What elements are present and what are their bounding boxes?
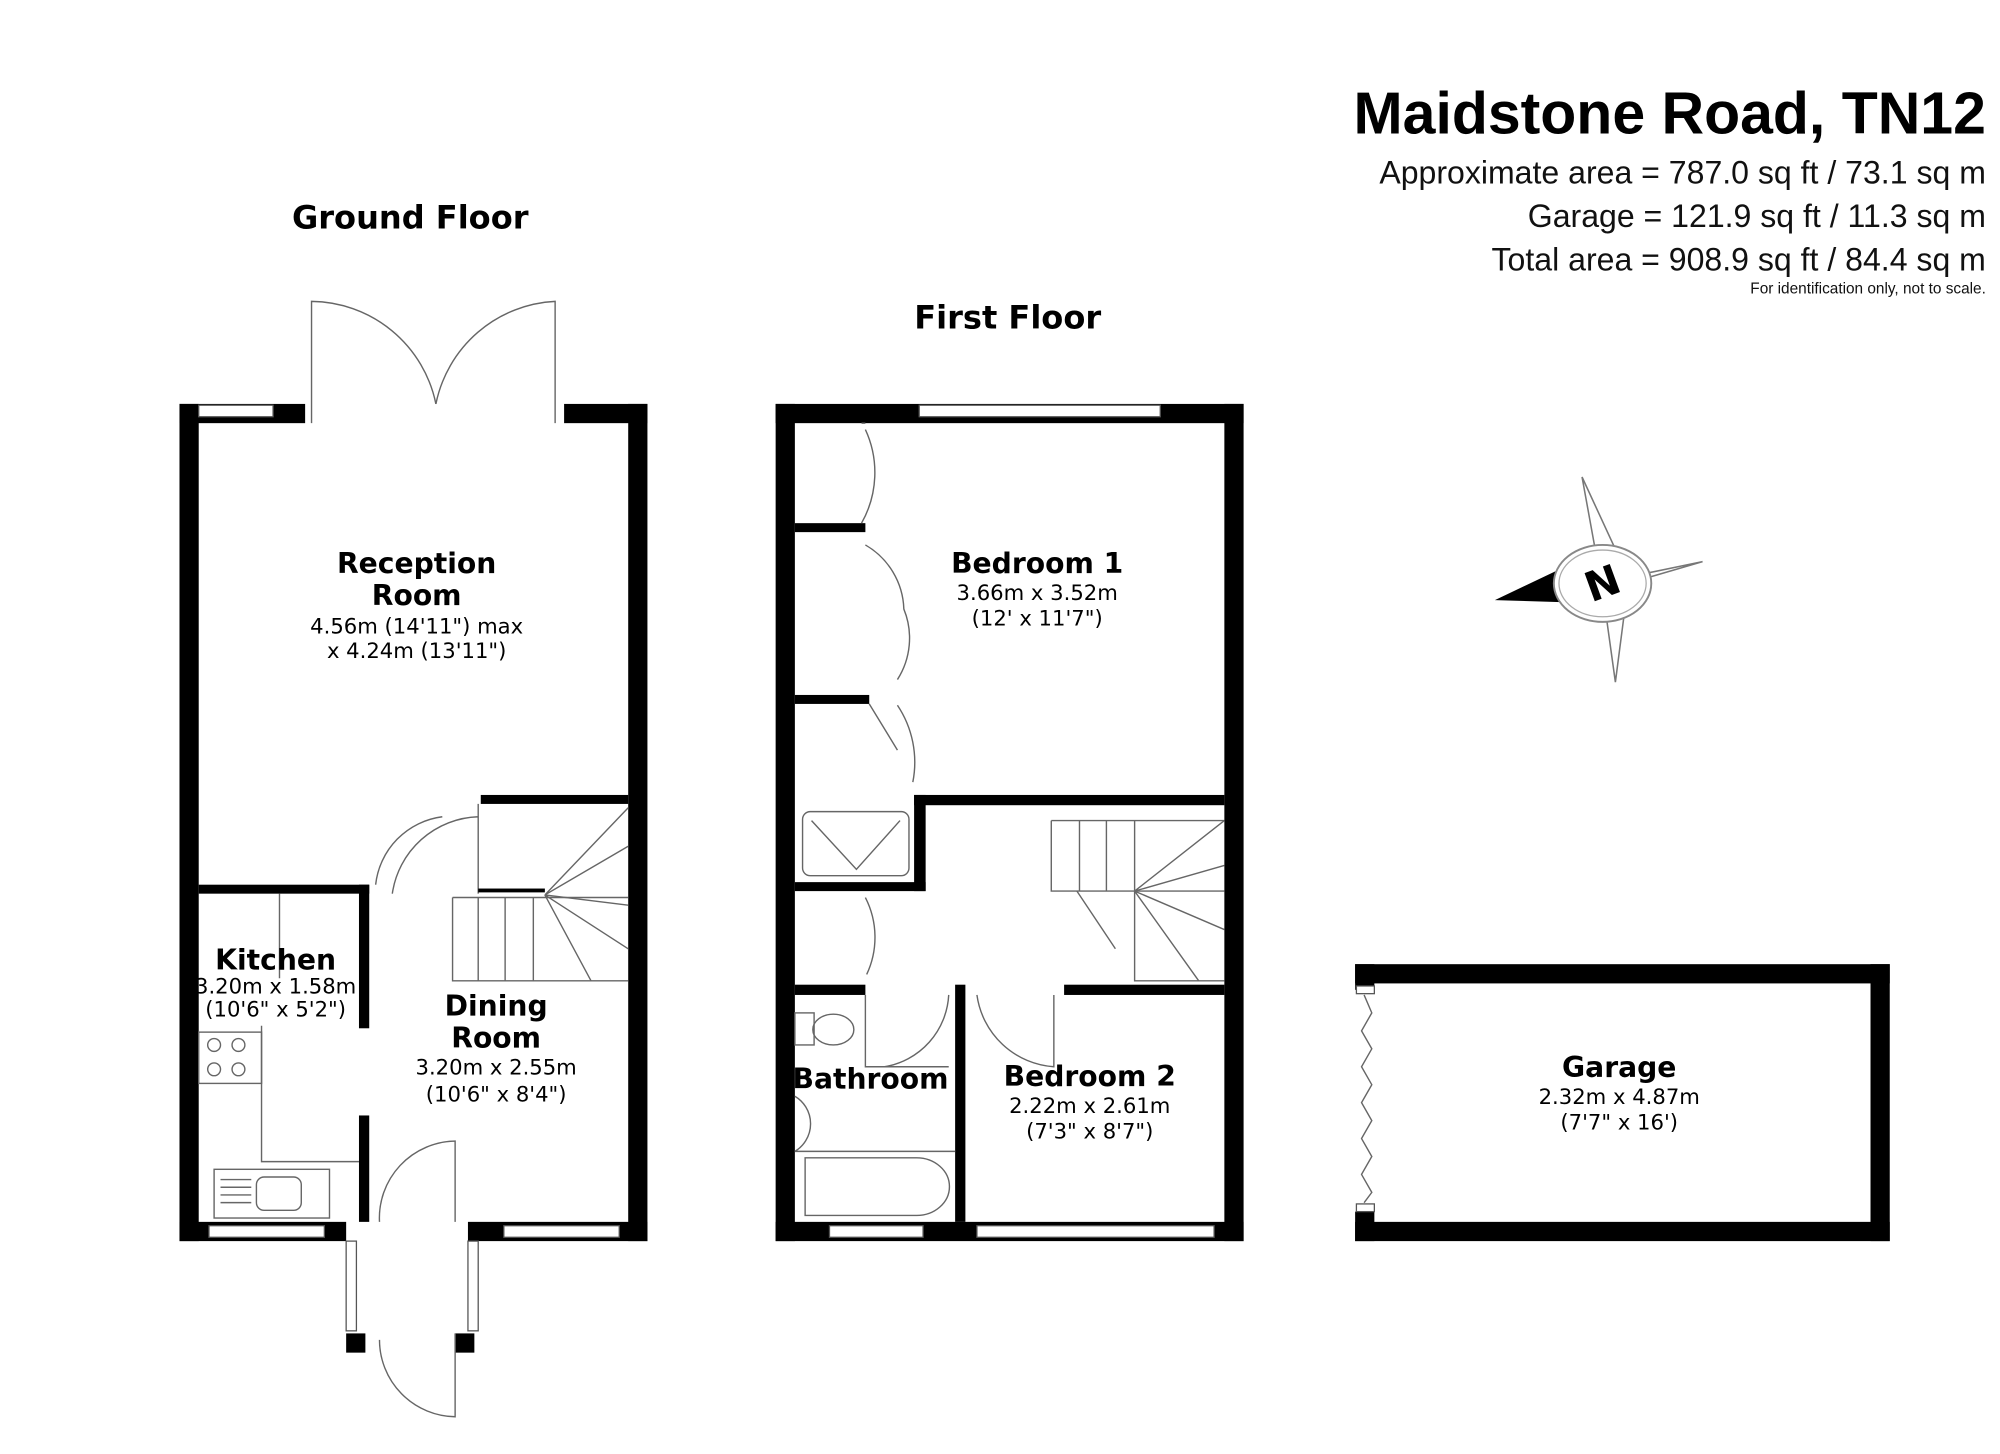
ground-floor-label: Ground Floor (292, 198, 529, 236)
window (828, 1225, 924, 1238)
bedroom-2-label: Bedroom 2 (1004, 1060, 1176, 1093)
hob-icon (198, 1031, 263, 1085)
dining-room-dims-2: (10'6" x 8'4") (426, 1081, 567, 1106)
bedroom-1-dims: 3.66m x 3.52m (957, 580, 1118, 605)
window (918, 404, 1161, 418)
disclaimer: For identification only, not to scale. (1750, 281, 1986, 298)
shower-tray-icon (801, 810, 910, 877)
garage-door (1360, 994, 1373, 1204)
window (198, 404, 274, 418)
approx-area: Approximate area = 787.0 sq ft / 73.1 sq… (1379, 154, 1986, 190)
bath-icon (794, 1150, 956, 1217)
garage-dims-2: (7'7" x 16') (1560, 1110, 1678, 1135)
bathroom-label: Bathroom (792, 1063, 948, 1096)
dining-room-label-2: Room (451, 1022, 541, 1055)
bedroom-1-label: Bedroom 1 (951, 547, 1123, 580)
garage-plan: Garage 2.32m x 4.87m (7'7" x 16') (1355, 964, 1890, 1242)
ground-floor-plan: Ground Floor (179, 198, 648, 1418)
garage-dims: 2.32m x 4.87m (1539, 1084, 1700, 1109)
bedroom-1-dims-2: (12' x 11'7") (972, 606, 1103, 631)
property-title: Maidstone Road, TN12 (1354, 81, 1986, 146)
toilet-icon (794, 1012, 855, 1046)
staircase (451, 807, 629, 982)
garage-area: Garage = 121.9 sq ft / 11.3 sq m (1528, 198, 1986, 234)
staircase (1050, 819, 1225, 982)
window (503, 1225, 620, 1238)
sink-icon (213, 1168, 331, 1219)
porch (345, 1240, 479, 1418)
window (208, 1225, 325, 1238)
garage-label: Garage (1562, 1051, 1676, 1084)
basin-icon (794, 1095, 812, 1152)
kitchen-dims-2: (10'6" x 5'2") (205, 997, 346, 1022)
compass-north-icon: N (1494, 476, 1703, 683)
bedroom-2-dims: 2.22m x 2.61m (1009, 1093, 1170, 1118)
reception-room-label-2: Room (372, 579, 462, 612)
reception-room-label: Reception (337, 547, 496, 580)
kitchen-label: Kitchen (215, 943, 336, 976)
first-floor-label: First Floor (914, 298, 1101, 336)
reception-room-dims-2: x 4.24m (13'11") (327, 638, 506, 663)
total-area: Total area = 908.9 sq ft / 84.4 sq m (1492, 242, 1986, 278)
kitchen-dims: 3.20m x 1.58m (195, 974, 356, 999)
dining-room-dims: 3.20m x 2.55m (416, 1054, 577, 1079)
french-doors (310, 300, 556, 424)
bedroom-2-dims-2: (7'3" x 8'7") (1026, 1119, 1153, 1144)
reception-room-dims: 4.56m (14'11") max (310, 613, 523, 638)
dining-room-label: Dining (445, 989, 548, 1022)
first-floor-plan: First Floor (775, 298, 1244, 1242)
window (976, 1225, 1215, 1238)
